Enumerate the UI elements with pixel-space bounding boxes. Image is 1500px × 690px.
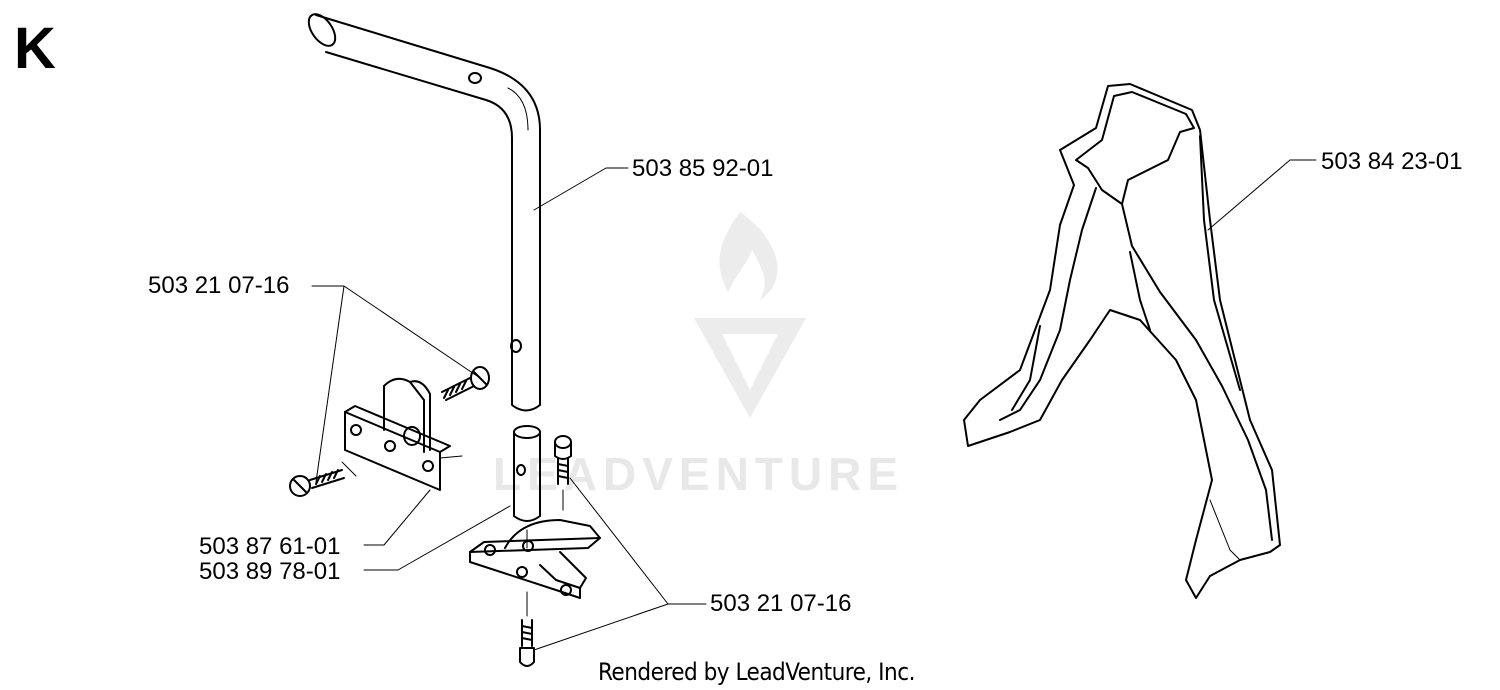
handle-tube-drawing: [307, 13, 541, 412]
bracket-left-drawing: [289, 377, 463, 497]
label-pivot-base: 503 89 78-01: [199, 558, 341, 585]
label-bracket-left: 503 87 61-01: [199, 533, 341, 560]
screw-lower-right-drawing: [519, 435, 572, 667]
footer-credit: Rendered by LeadVenture, Inc.: [598, 658, 915, 686]
label-screw-lower-right: 503 21 07-16: [710, 590, 852, 617]
leader-lines: [311, 159, 1317, 651]
shield-drawing: [963, 83, 1281, 599]
watermark-text: LEADVENTURE: [493, 448, 905, 500]
label-shield: 503 84 23-01: [1321, 148, 1463, 175]
section-letter: K: [14, 16, 56, 81]
pivot-pin-drawing: [513, 425, 541, 549]
label-screw-upper-left: 503 21 07-16: [148, 272, 290, 299]
pivot-base-drawing: [469, 519, 601, 599]
label-handle-tube: 503 85 92-01: [632, 155, 774, 182]
screw-upper-left-drawing: [441, 366, 490, 401]
